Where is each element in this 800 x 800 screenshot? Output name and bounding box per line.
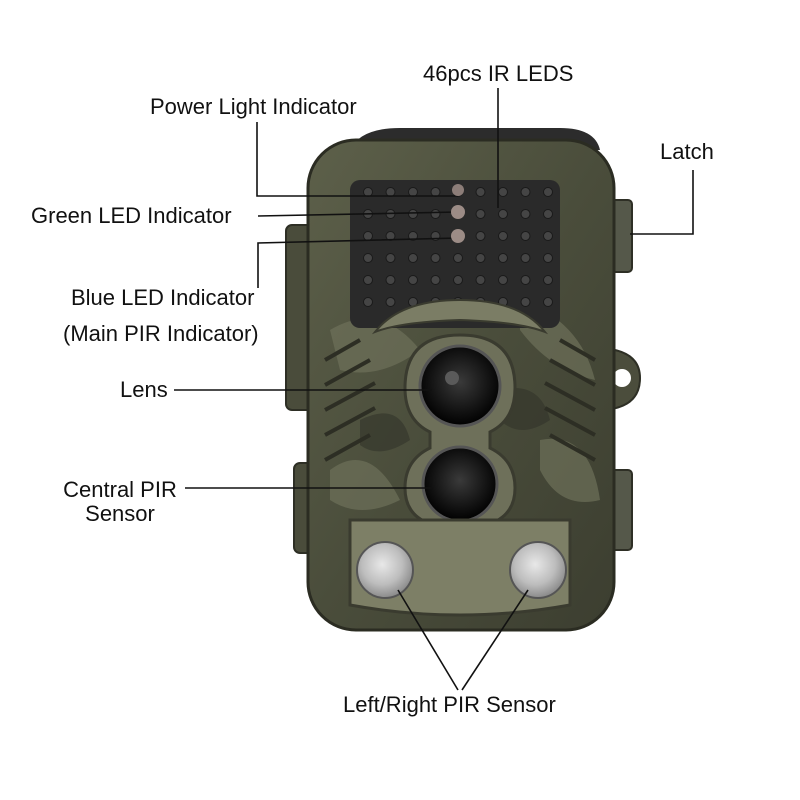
lens <box>418 344 502 428</box>
power-light-indicator <box>452 184 464 196</box>
ir-led <box>520 253 531 263</box>
label-ir-leds: 46pcs IR LEDS <box>423 61 574 86</box>
ir-led <box>363 275 373 285</box>
ir-led <box>430 253 441 263</box>
ir-led <box>385 187 396 197</box>
ir-led <box>408 209 418 219</box>
ir-led <box>498 209 508 219</box>
blue-led-indicator <box>451 229 465 243</box>
ir-led <box>520 209 531 219</box>
label-green-led: Green LED Indicator <box>31 203 232 228</box>
lens-glint <box>445 371 459 385</box>
leader-lines <box>174 88 694 691</box>
ir-led <box>475 231 486 241</box>
ir-led <box>430 187 441 197</box>
ir-led <box>520 297 531 307</box>
leader-blue-led <box>257 237 459 288</box>
leader-right-pir <box>461 589 529 691</box>
mounting-hole <box>613 369 631 387</box>
ir-led <box>453 253 463 263</box>
ir-led <box>475 275 486 285</box>
ir-led <box>475 187 486 197</box>
ir-led <box>408 275 418 285</box>
leader-latch <box>630 170 694 235</box>
ir-led <box>385 275 396 285</box>
label-central-pir: Central PIR Sensor <box>50 478 190 526</box>
right-vents <box>544 338 596 462</box>
ir-led <box>363 231 373 241</box>
right-pir-sensor <box>509 541 567 599</box>
ir-led <box>543 231 553 241</box>
leader-green-led <box>257 211 459 217</box>
led-panel-brow <box>371 298 549 335</box>
ir-led <box>475 253 486 263</box>
ir-led <box>363 253 373 263</box>
ir-led <box>543 297 553 307</box>
ir-led <box>430 209 441 219</box>
ir-led <box>385 231 396 241</box>
ir-led <box>498 231 508 241</box>
left-pir-sensor <box>356 541 414 599</box>
label-main-pir: (Main PIR Indicator) <box>63 321 259 346</box>
ir-led <box>363 297 373 307</box>
ir-led <box>408 231 418 241</box>
ir-led <box>498 253 508 263</box>
ir-led <box>453 275 463 285</box>
ir-led <box>543 187 553 197</box>
green-led-indicator <box>451 205 465 219</box>
camo-pattern <box>330 300 600 510</box>
label-central-pir-line1: Central PIR <box>63 477 177 502</box>
ir-led <box>385 297 396 307</box>
ir-led <box>543 275 553 285</box>
label-left-right-pir: Left/Right PIR Sensor <box>343 692 556 717</box>
pir-housing <box>348 518 572 617</box>
ir-led <box>385 253 396 263</box>
ir-led <box>520 231 531 241</box>
ir-led <box>543 209 553 219</box>
label-central-pir-line2: Sensor <box>85 501 155 526</box>
camo-pattern-2 <box>360 388 550 570</box>
ir-led <box>498 187 508 197</box>
ir-led <box>363 187 373 197</box>
left-vents <box>324 338 376 462</box>
central-pir-sensor <box>421 445 499 523</box>
ir-led <box>498 275 508 285</box>
ir-led <box>475 209 486 219</box>
leader-left-pir <box>397 589 459 691</box>
ir-led <box>408 253 418 263</box>
ir-led <box>520 275 531 285</box>
ir-led <box>543 253 553 263</box>
ir-led <box>520 187 531 197</box>
ir-led <box>408 187 418 197</box>
label-blue-led: Blue LED Indicator <box>71 285 255 310</box>
leader-power-light <box>256 122 458 197</box>
label-power-light: Power Light Indicator <box>150 94 357 119</box>
label-lens: Lens <box>120 377 168 402</box>
label-latch: Latch <box>660 139 714 164</box>
ir-led <box>430 275 441 285</box>
